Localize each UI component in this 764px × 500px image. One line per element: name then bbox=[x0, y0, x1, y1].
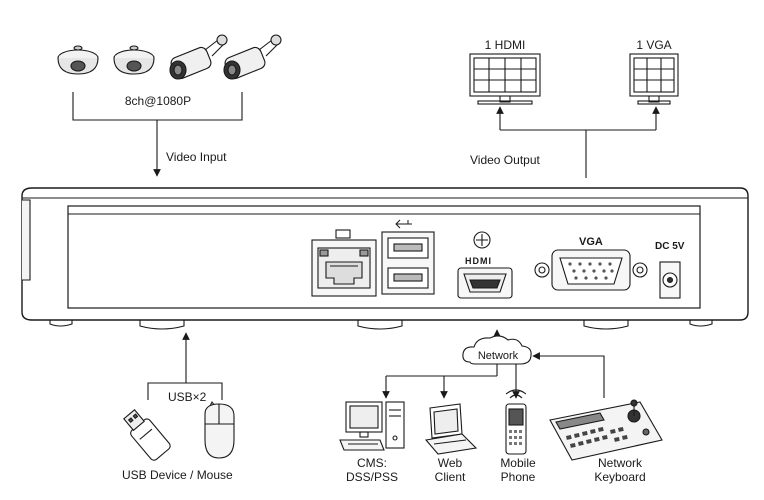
web-client-label-line2: Client bbox=[434, 470, 466, 484]
desktop-computer-icon bbox=[339, 401, 405, 451]
ethernet-port-icon bbox=[311, 229, 377, 297]
vga-port-icon bbox=[534, 249, 648, 291]
web-client-label-line1: Web bbox=[437, 456, 463, 470]
mobile-phone-icon bbox=[505, 389, 527, 455]
cms-label-line2: DSS/PSS bbox=[345, 470, 399, 484]
video-output-label: Video Output bbox=[470, 153, 540, 167]
dc-port-label: DC 5V bbox=[655, 241, 685, 252]
laptop-icon bbox=[424, 403, 478, 455]
usb-drive-icon bbox=[123, 409, 171, 461]
bullet-camera-icon bbox=[169, 34, 228, 80]
bullet-camera-icon bbox=[223, 34, 282, 80]
network-keyboard-label-line1: Network bbox=[597, 456, 642, 470]
camera-group-label: 8ch@1080P bbox=[124, 94, 192, 108]
hdmi-monitor-icon bbox=[469, 53, 541, 105]
vga-port-label: VGA bbox=[579, 236, 603, 248]
usb-port-icon bbox=[381, 219, 435, 295]
vga-monitor-label: 1 VGA bbox=[636, 38, 672, 52]
hdmi-monitor-label: 1 HDMI bbox=[484, 38, 526, 52]
hdmi-port-icon bbox=[457, 231, 513, 299]
network-keyboard-label-line2: Keyboard bbox=[594, 470, 646, 484]
video-input-label: Video Input bbox=[166, 150, 227, 164]
network-cloud-icon bbox=[462, 335, 532, 365]
network-keyboard-icon bbox=[549, 399, 663, 461]
usb-device-label: USB Device / Mouse bbox=[122, 468, 233, 482]
network-label: Network bbox=[477, 350, 519, 362]
mobile-phone-label-line2: Phone bbox=[500, 470, 536, 484]
cms-label-line1: CMS: bbox=[357, 456, 387, 470]
dome-camera-icon bbox=[57, 45, 99, 75]
hdmi-logo: HDMI bbox=[465, 256, 492, 266]
dome-camera-icon bbox=[113, 45, 155, 75]
mobile-phone-label-line1: Mobile bbox=[500, 456, 536, 470]
mouse-icon bbox=[204, 400, 235, 459]
usb-count-label: USB×2 bbox=[168, 390, 207, 404]
dc-power-port-icon bbox=[659, 261, 681, 299]
vga-monitor-icon bbox=[629, 53, 679, 105]
